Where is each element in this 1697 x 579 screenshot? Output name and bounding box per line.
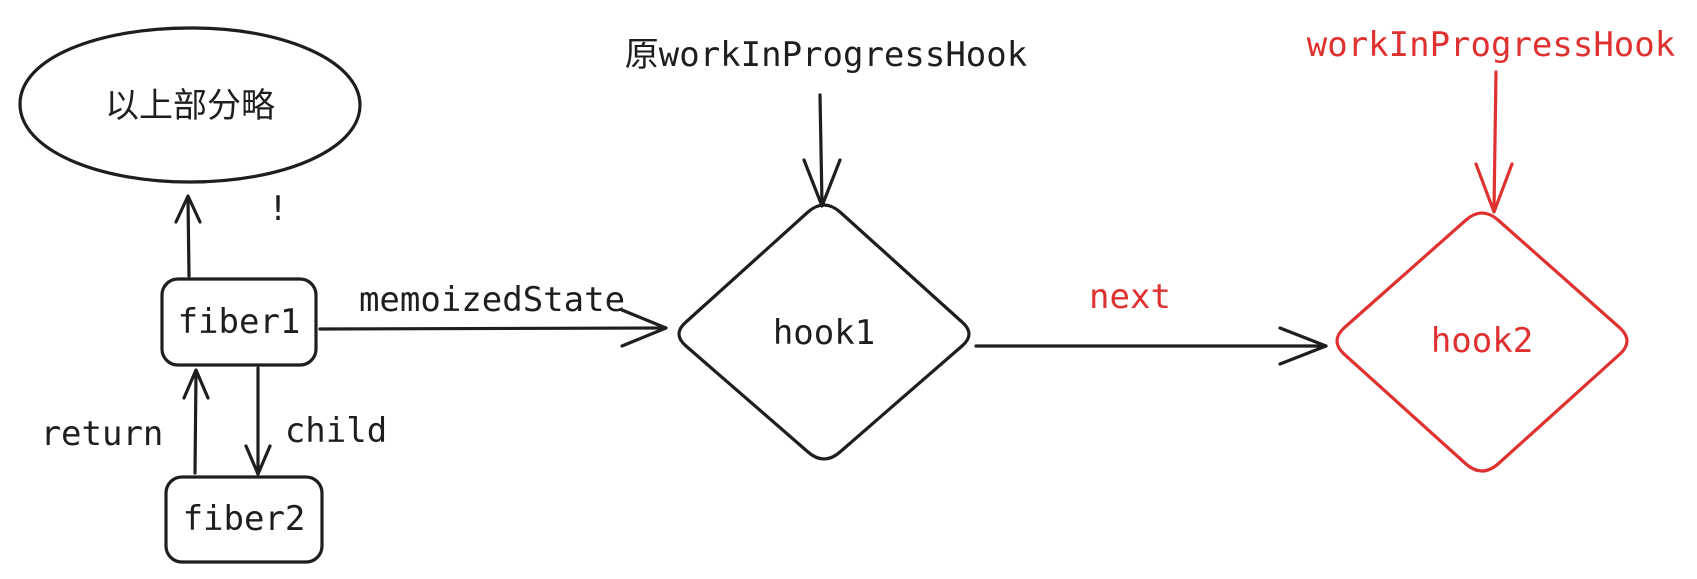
- hook2-label: hook2: [1431, 321, 1533, 361]
- child-label: child: [285, 411, 387, 451]
- old-wip-hook-label: 原workInProgressHook: [625, 35, 1027, 75]
- ellipse-label: 以上部分略: [105, 86, 275, 126]
- hook2-node: hook2: [1335, 211, 1629, 473]
- wip-hook-label: workInProgressHook: [1307, 25, 1675, 65]
- hook1-diamond: [677, 203, 971, 461]
- fiber1-label: fiber1: [178, 302, 301, 342]
- fiber2-node: fiber2: [164, 475, 324, 564]
- ellipse-node-omitted: 以上部分略: [18, 26, 362, 184]
- memoized-state-label: memoizedState: [359, 280, 625, 320]
- hook1-label: hook1: [773, 313, 875, 353]
- arrow-fiber1-to-ellipse: [174, 194, 202, 278]
- wip-hook-pointer: workInProgressHook: [1307, 25, 1675, 214]
- hook2-diamond: [1335, 211, 1629, 473]
- fiber1-box: [160, 277, 318, 367]
- arrow-child: child: [244, 366, 387, 476]
- arrow-return: return: [41, 368, 210, 475]
- old-wip-hook-pointer: 原workInProgressHook: [625, 35, 1027, 208]
- arrow-memoized-state: memoizedState: [318, 280, 668, 348]
- fiber1-node: fiber1: [160, 277, 318, 367]
- stray-mark: !: [268, 189, 288, 229]
- fiber2-label: fiber2: [183, 499, 306, 539]
- next-label: next: [1089, 277, 1171, 317]
- return-label: return: [41, 414, 164, 454]
- hook1-node: hook1: [677, 203, 971, 461]
- ellipse-shape: [18, 26, 362, 184]
- arrow-next: next: [974, 277, 1328, 366]
- fiber2-box: [164, 475, 324, 564]
